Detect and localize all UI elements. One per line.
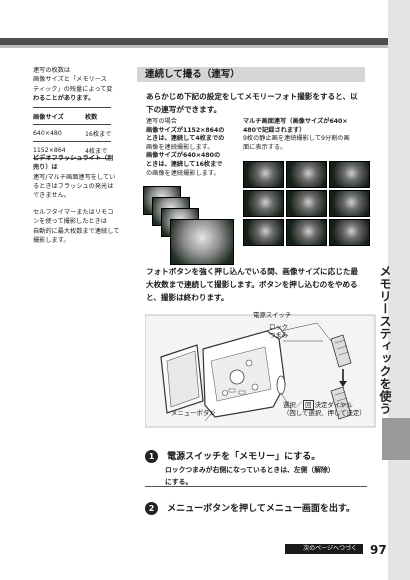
page-number: 97 [370,543,387,557]
note-line: 売り）は [33,164,58,172]
grid-photo [243,161,284,188]
note-line: できません。 [33,192,70,200]
grid-photo [329,161,370,188]
table-cell: 1152×864 [33,146,66,154]
burst-mode-description: 連写の場合 画像サイズが1152×864の ときは、連続して4枚までの 画像を連… [146,118,246,178]
intro-line: あらかじめ下記の設定をしてメモリーフォト撮影をすると、以 [146,92,358,101]
desc-line: 面に表示する。 [243,143,287,151]
burst-photo-4 [170,219,234,265]
multi-screen-grid [243,161,373,249]
para-line: と、撮影は終わります。 [146,293,229,303]
note-line: にする。 [165,478,193,486]
step-number: 2 [145,502,158,515]
side-index-tab [382,418,410,460]
label-line: ロック [269,323,289,331]
section-title: 連続して撮る（連写） [137,67,365,82]
note-line: 自動的に最大枚数まで連続して [33,227,120,235]
table-header-row: 画像サイズ 枚数 [33,107,112,125]
note-self-timer: セルフタイマーまたはリモコ ンを使って撮影したときは 自動的に最大枚数まで連続し… [33,208,130,245]
section-intro: あらかじめ下記の設定をしてメモリーフォト撮影をすると、以 下の連写ができます。 [146,90,366,116]
grid-photo [286,190,327,217]
note-burst-count: 連写の枚数は 画像サイズと「メモリース ティック」の残量によって変 わることがあ… [33,66,130,103]
note-line: 連写/マルチ画面連写をしてい [33,173,116,181]
note-flash: ビデオフラッシュライト（別 売り）は 連写/マルチ画面連写をしてい るときはフラ… [33,154,130,200]
camcorder-diagram: 電源スイッチ ロック つまみ メニューボタン 選択／回決定ダイヤル （回して選択… [144,305,377,435]
step-divider [145,486,367,487]
menu-button-label: メニューボタン [171,409,216,417]
desc-line: 480で記録されます） [243,126,306,134]
note-line: 画像サイズと「メモリース [33,76,107,84]
grid-photo [329,190,370,217]
label-line: 選択／ [283,401,303,409]
desc-line: ときは、連続して4枚までの [146,135,225,143]
header-rule-light [0,45,388,48]
note-line: ンを使って撮影したときは [33,218,107,226]
table-cell: 640×480 [33,129,62,137]
para-line: フォトボタンを強く押し込んでいる間、画像サイズに応じた最 [146,267,359,276]
note-line: ティック」の残量によって変 [33,85,113,93]
note-line: るときはフラッシュの発光は [33,182,114,190]
table-cell: 4枚まで [85,147,108,155]
desc-line: 画像サイズが640×480の [146,152,221,160]
dial-icon: 回 [303,400,314,410]
step-2: 2 メニューボタンを押してメニュー画面を出す。 [145,501,369,515]
note-line: ビデオフラッシュライト（別 [33,155,114,162]
label-line: （回して選択、押して決定） [283,409,366,417]
intro-line: 下の連写ができます。 [146,105,222,114]
desc-line: ときは、連続して16枚まで [146,160,223,168]
note-line: 連写の枚数は [33,67,71,74]
select-dial-label: 選択／回決定ダイヤル （回して選択、押して決定） [283,400,375,417]
grid-photo [243,190,284,217]
desc-line: マルチ画面連写（画像サイズが640× [243,118,348,125]
grid-photo [286,219,327,246]
table-header-cell: 枚数 [85,113,98,121]
note-line: セルフタイマーまたはリモコ [33,209,114,216]
note-line: 撮影します。 [33,236,70,244]
label-line: つまみ [269,331,289,339]
burst-instructions: フォトボタンを強く押し込んでいる間、画像サイズに応じた最 大枚数まで連続して撮影… [146,265,368,305]
step-1-note: ロックつまみが右側になっているときは、左側（解除） にする。 [165,464,369,488]
multi-mode-description: マルチ画面連写（画像サイズが640× 480で記録されます） 9枚の静止画を連続… [243,118,371,152]
desc-line: 画像を連続撮影します。 [146,143,214,151]
note-line: ロックつまみが右側になっているときは、左側（解除） [165,466,335,474]
label-line: 決定ダイヤル [314,401,353,409]
grid-photo [329,219,370,246]
step-text: メニューボタンを押してメニュー画面を出す。 [167,504,355,514]
table-row: 640×480 16枚まで [33,124,112,142]
para-line: 大枚数まで連続して撮影します。ボタンを押し込むのをやめる [146,280,358,290]
desc-line: の画像を連続撮影します。 [146,169,220,177]
note-line: わることがあります。 [33,94,95,102]
camcorder-illustration [144,314,376,428]
desc-line: 9枚の静止画を連続撮影して9分割の画 [243,135,350,143]
grid-photo [286,161,327,188]
step-number: 1 [145,450,158,463]
power-switch-label: 電源スイッチ [253,311,292,319]
side-chapter-title: メモリースティックを使う [378,265,392,415]
next-page-note: 次のページへつづく [285,544,363,554]
table-header-cell: 画像サイズ [33,113,64,121]
lock-knob-label: ロック つまみ [269,323,288,339]
burst-count-table: 画像サイズ 枚数 640×480 16枚まで 1152×864 4枚まで [33,107,112,159]
table-cell: 16枚まで [85,130,112,138]
desc-line: 画像サイズが1152×864の [146,126,225,134]
table-row: 1152×864 4枚まで [33,141,112,159]
header-rule [0,38,388,45]
grid-photo [243,219,284,246]
desc-line: 連写の場合 [146,118,177,125]
step-1: 1 電源スイッチを「メモリー」にする。 [145,449,369,463]
step-text: 電源スイッチを「メモリー」にする。 [167,452,321,462]
